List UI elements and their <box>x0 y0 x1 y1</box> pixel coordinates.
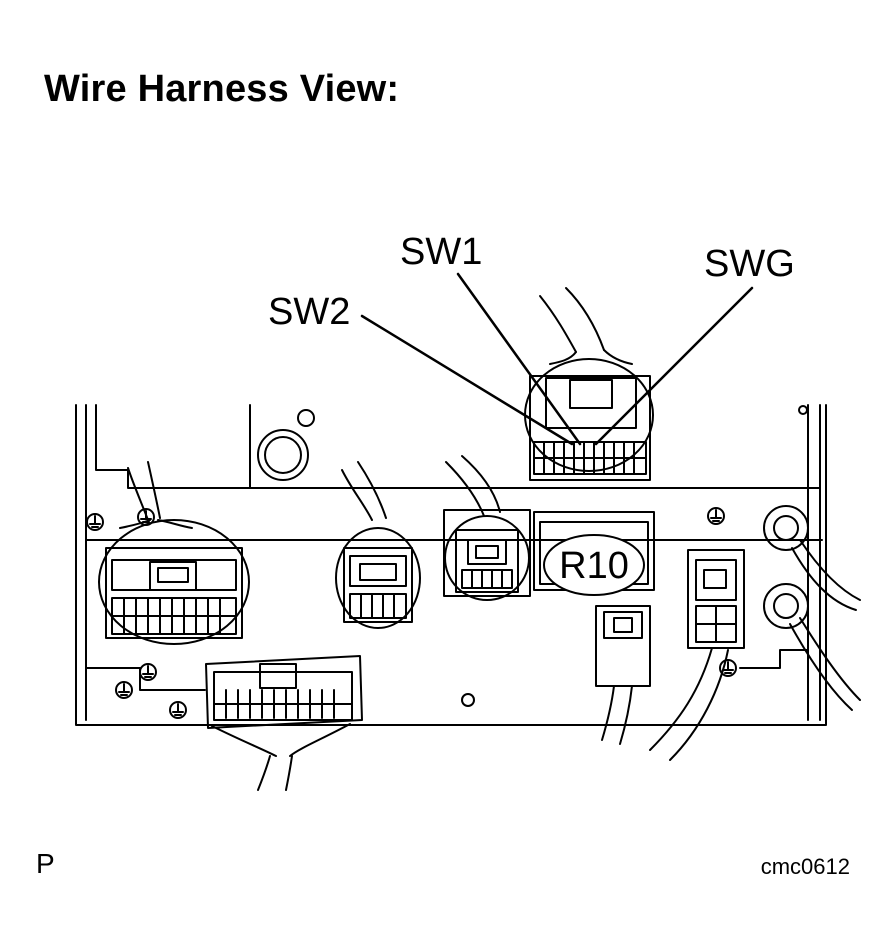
figure-id: cmc0612 <box>760 854 850 879</box>
ground-screw <box>719 659 737 677</box>
connector-middle <box>443 455 531 601</box>
connector-left-large <box>98 461 250 645</box>
cable-grommets <box>763 505 861 711</box>
ground-screw <box>86 513 104 531</box>
connector-top <box>524 287 654 481</box>
chassis-plate <box>75 404 827 726</box>
label-swg: SWG <box>704 243 795 285</box>
connector-bottom-middle <box>595 605 651 745</box>
connector-id-label: R10 <box>559 545 629 587</box>
mounting-hole <box>257 405 808 707</box>
connector-right-small <box>649 549 745 761</box>
connector-middle-left <box>335 461 421 629</box>
callout-leaders <box>360 272 754 446</box>
ground-screw <box>707 507 725 525</box>
ground-screw <box>169 701 187 719</box>
connector-r10-housing <box>533 511 655 596</box>
ground-screws <box>86 507 737 719</box>
label-sw2: SW2 <box>268 291 350 333</box>
label-sw1: SW1 <box>400 231 482 273</box>
footer-left-code: P <box>36 848 55 879</box>
connector-bottom-wide <box>205 655 363 791</box>
ground-screw <box>139 663 157 681</box>
ground-screw <box>115 681 133 699</box>
page-title: Wire Harness View: <box>44 68 400 110</box>
